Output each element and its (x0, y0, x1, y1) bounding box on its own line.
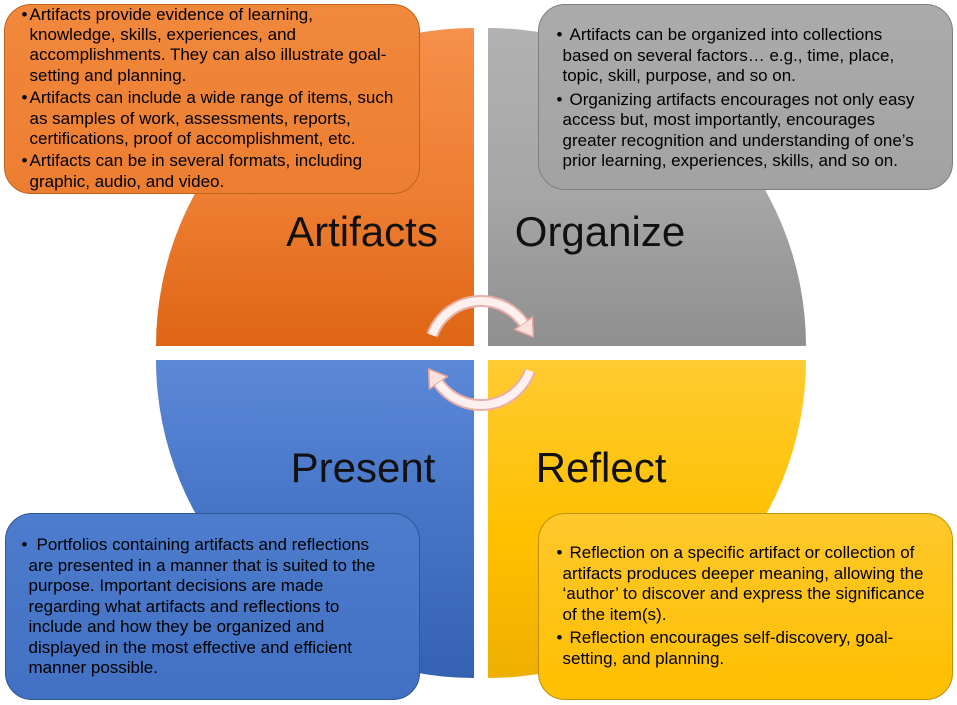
bullet-item: • Reflection encourages self-discovery, … (557, 628, 953, 669)
bullet-line: graphic, audio, and video. (29, 171, 225, 191)
bullet-line: include and how they be organized and (28, 617, 325, 636)
bullet-symbol: • (556, 628, 563, 647)
bullet-line: certifications, proof of accomplishment,… (29, 128, 356, 148)
bullet-symbol: • (21, 535, 28, 554)
arrow-arc-fill (435, 369, 534, 409)
bullet-symbol: • (21, 88, 28, 108)
bullet-line: of the item(s). (562, 604, 667, 624)
bullet-item: • Artifacts can include a wide range of … (22, 88, 420, 149)
organize-description-box: • Artifacts can be organized into collec… (538, 4, 953, 190)
present-description-box: • Portfolios containing artifacts and re… (5, 513, 420, 700)
cycle-arrow-top (426, 295, 535, 338)
bullet-symbol: • (21, 151, 28, 171)
bullet-item: • Artifacts can be organized into collec… (557, 25, 953, 87)
quadrant-label-reflect: Reflect (536, 444, 667, 491)
bullet-line: setting, and planning. (562, 648, 725, 668)
quadrant-label-present: Present (291, 444, 436, 491)
bullet-item: • Reflection on a specific artifact or c… (557, 543, 953, 625)
bullet-line: Artifacts can be organized into collecti… (569, 25, 883, 44)
bullet-line: access but, most importantly, encourages (562, 110, 875, 129)
bullet-line: Portfolios containing artifacts and refl… (36, 535, 370, 554)
bullet-item: • Portfolios containing artifacts and re… (22, 535, 420, 679)
bullet-line: are presented in a manner that is suited… (28, 555, 376, 575)
bullet-line: Artifacts can be in several formats, inc… (29, 151, 363, 171)
bullet-item: • Artifacts can be in several formats, i… (22, 151, 420, 191)
bullet-line: Artifacts can include a wide range of it… (29, 88, 394, 108)
artifacts-description-box: • Artifacts provide evidence of learning… (4, 4, 420, 194)
bullet-line: based on several factors… e.g., time, pl… (562, 45, 895, 65)
bullet-symbol: • (556, 543, 563, 562)
bullet-item: • Organizing artifacts encourages not on… (557, 90, 953, 172)
bullet-line: purpose. Important decisions are made (28, 576, 324, 595)
bullet-line: greater recognition and understanding of… (562, 130, 914, 150)
bullet-line: ‘author’ to discover and express the sig… (562, 584, 925, 603)
bullet-line: knowledge, skills, experiences, and (29, 25, 296, 45)
cycle-arrow-bottom (427, 368, 536, 411)
bullet-line: Reflection on a specific artifact or col… (569, 543, 915, 562)
bullet-line: Artifacts provide evidence of learning, (29, 5, 314, 24)
bullet-line: topic, skill, purpose, and so on. (562, 66, 796, 85)
bullet-line: artifacts produces deeper meaning, allow… (562, 563, 924, 583)
quadrant-label-organize: Organize (515, 208, 685, 255)
reflect-description-box: • Reflection on a specific artifact or c… (538, 513, 953, 700)
bullet-line: accomplishments. They can also illustrat… (29, 45, 387, 65)
bullet-line: Organizing artifacts encourages not only… (569, 89, 915, 109)
bullet-line: as samples of work, assessments, reports… (29, 108, 351, 128)
cycle-arrows-icon (426, 295, 536, 411)
bullet-line: setting and planning. (29, 65, 187, 85)
arrow-arc-fill (428, 297, 527, 337)
bullet-line: displayed in the most effective and effi… (28, 637, 353, 657)
bullet-item: • Artifacts provide evidence of learning… (22, 5, 420, 86)
bullet-symbol: • (556, 25, 563, 44)
bullet-line: regarding what artifacts and reflections… (28, 596, 340, 616)
quadrant-label-artifacts: Artifacts (286, 208, 438, 255)
bullet-line: prior learning, experiences, skills, and… (562, 151, 898, 170)
bullet-line: Reflection encourages self-discovery, go… (569, 628, 894, 647)
bullet-symbol: • (556, 89, 563, 109)
bullet-line: manner possible. (28, 658, 158, 677)
bullet-symbol: • (21, 5, 28, 24)
